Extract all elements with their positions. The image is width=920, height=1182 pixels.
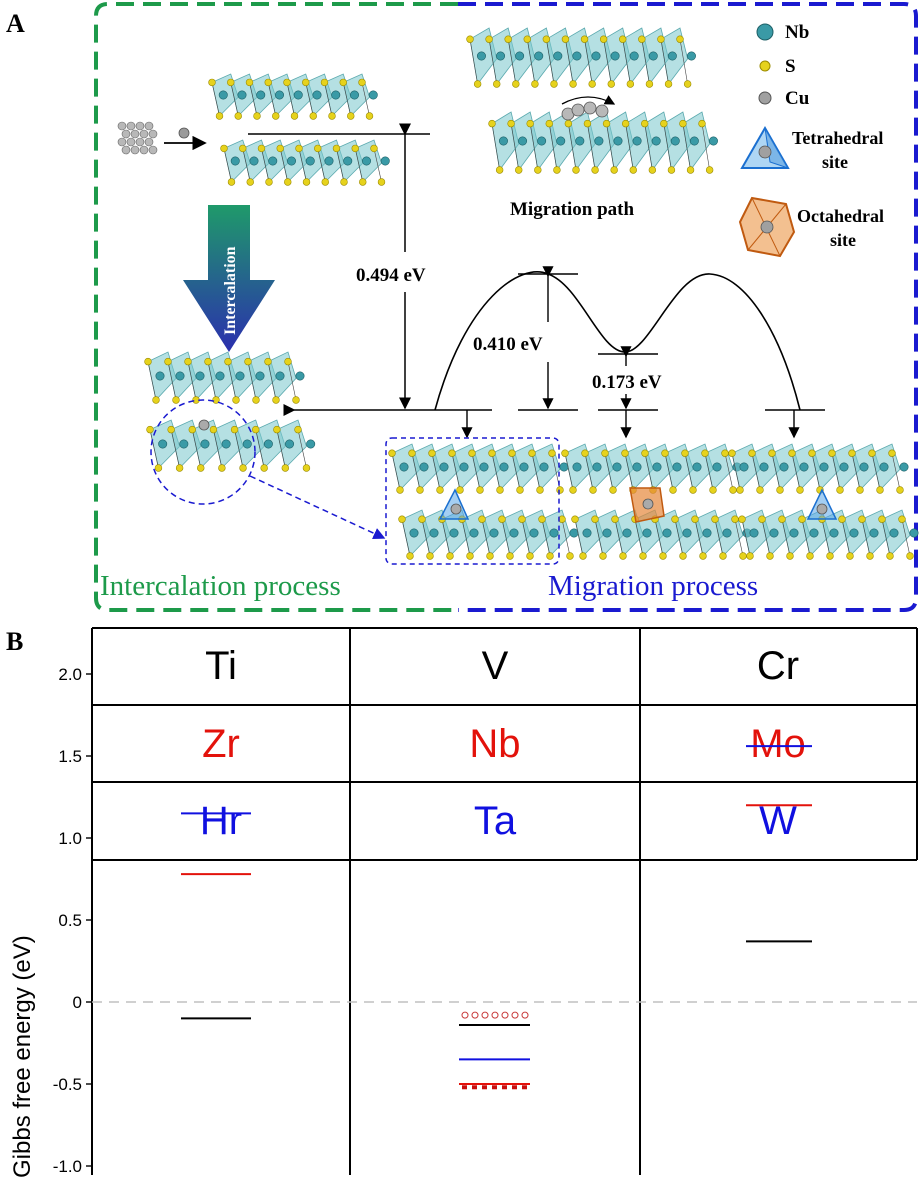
- gibbs-energy-chart: Gibbs free energy (eV) 2.0 1.5 1.0 0.5 0 -0.5…: [9, 665, 917, 1178]
- slab-state-1-top: [388, 443, 569, 494]
- slab-state-2-bottom: [571, 509, 752, 560]
- migration-path-label: Migration path: [510, 199, 634, 220]
- cu-atom-icon: [178, 127, 190, 139]
- legend-tetra-2: site: [822, 152, 848, 172]
- y-tick-label: 0: [73, 993, 82, 1012]
- y-tick-label: 2.0: [58, 665, 82, 684]
- y-tick-label: -0.5: [53, 1075, 82, 1094]
- decor-open-marker: [471, 1011, 479, 1019]
- zoom-connection: [150, 399, 560, 565]
- slab-migration-1: [466, 27, 696, 88]
- y-tick-label: 1.5: [58, 747, 82, 766]
- element-w: W: [759, 799, 797, 843]
- slab-mid-2: [146, 419, 316, 472]
- panel-a-label: A: [6, 9, 25, 38]
- energy-intercalation-label: 0.494 eV: [356, 265, 426, 286]
- y-tick-label: 1.0: [58, 829, 82, 848]
- slab-state-1-bottom: [398, 509, 579, 560]
- decor-open-marker: [491, 1011, 499, 1019]
- energy-marks: [181, 745, 812, 1090]
- element-cr: Cr: [757, 644, 799, 688]
- decor-open-marker: [511, 1011, 519, 1019]
- element-v: V: [482, 644, 509, 688]
- cu-atom-legend-icon: [758, 91, 772, 105]
- slab-top-2: [220, 139, 390, 186]
- cu-cluster-icon: [117, 121, 158, 155]
- energy-barrier-label: 0.410 eV: [473, 334, 543, 355]
- octahedral-site-marker: [629, 487, 665, 523]
- migration-energy-profile: [434, 266, 825, 439]
- tetrahedral-site-marker-right: [806, 488, 838, 520]
- tetrahedral-site-icon: [740, 125, 790, 169]
- legend-tetra-1: Tetrahedral: [792, 128, 883, 148]
- legend-octa-2: site: [830, 230, 856, 250]
- legend-nb: Nb: [785, 22, 809, 43]
- slab-migration-2: [488, 111, 718, 174]
- migration-process-label: Migration process: [548, 570, 758, 602]
- decor-open-marker: [501, 1011, 509, 1019]
- slab-state-2-top: [561, 443, 742, 494]
- decor-square-marker: [502, 1085, 507, 1090]
- decor-square-marker: [522, 1085, 527, 1090]
- s-atom-icon: [759, 60, 771, 72]
- element-ti: Ti: [205, 644, 237, 688]
- y-tick-label: -1.0: [53, 1157, 82, 1176]
- y-axis-ticks: 2.0 1.5 1.0 0.5 0 -0.5 -1.0: [53, 665, 92, 1176]
- panel-b-label: B: [6, 627, 23, 656]
- decor-square-marker: [512, 1085, 517, 1090]
- decor-open-marker: [521, 1011, 529, 1019]
- tetrahedral-site-marker: [438, 488, 470, 520]
- octahedral-site-icon: [738, 196, 796, 258]
- crystal-structures: [144, 27, 919, 560]
- element-hr: Hr: [200, 799, 242, 843]
- panel-a-frame: [94, 2, 918, 612]
- intercalation-process-label: Intercalation process: [100, 570, 341, 602]
- nb-atom-icon: [756, 23, 774, 41]
- intercalation-arrow-label: Intercalation: [222, 246, 239, 335]
- decor-open-marker: [461, 1011, 469, 1019]
- decor-square-marker: [482, 1085, 487, 1090]
- element-ta: Ta: [474, 799, 517, 843]
- intercalated-cu-atom: [198, 419, 210, 431]
- decor-open-marker: [481, 1011, 489, 1019]
- legend-s: S: [785, 56, 796, 77]
- migration-path-atoms: [561, 95, 616, 121]
- legend-cu: Cu: [785, 88, 810, 109]
- intercalation-arrow: Intercalation: [183, 205, 275, 352]
- slab-top-1: [208, 73, 378, 120]
- energy-octahedral-label: 0.173 eV: [592, 372, 662, 393]
- intercalation-energy-bracket: [248, 123, 492, 416]
- slab-state-3-top: [728, 443, 909, 494]
- periodic-table-grid: [91, 627, 918, 1175]
- decor-square-marker: [462, 1085, 467, 1090]
- legend: Nb S Cu Tetrahedral site Octahedral site: [738, 22, 884, 258]
- element-nb: Nb: [469, 722, 520, 766]
- legend-octa-1: Octahedral: [797, 206, 884, 226]
- slab-mid-1: [144, 351, 305, 404]
- y-axis-label: Gibbs free energy (eV): [9, 935, 36, 1178]
- decor-square-marker: [492, 1085, 497, 1090]
- element-zr: Zr: [202, 722, 240, 766]
- element-mo: Mo: [750, 722, 806, 766]
- y-tick-label: 0.5: [58, 911, 82, 930]
- slab-state-3-bottom: [738, 509, 919, 560]
- decor-square-marker: [472, 1085, 477, 1090]
